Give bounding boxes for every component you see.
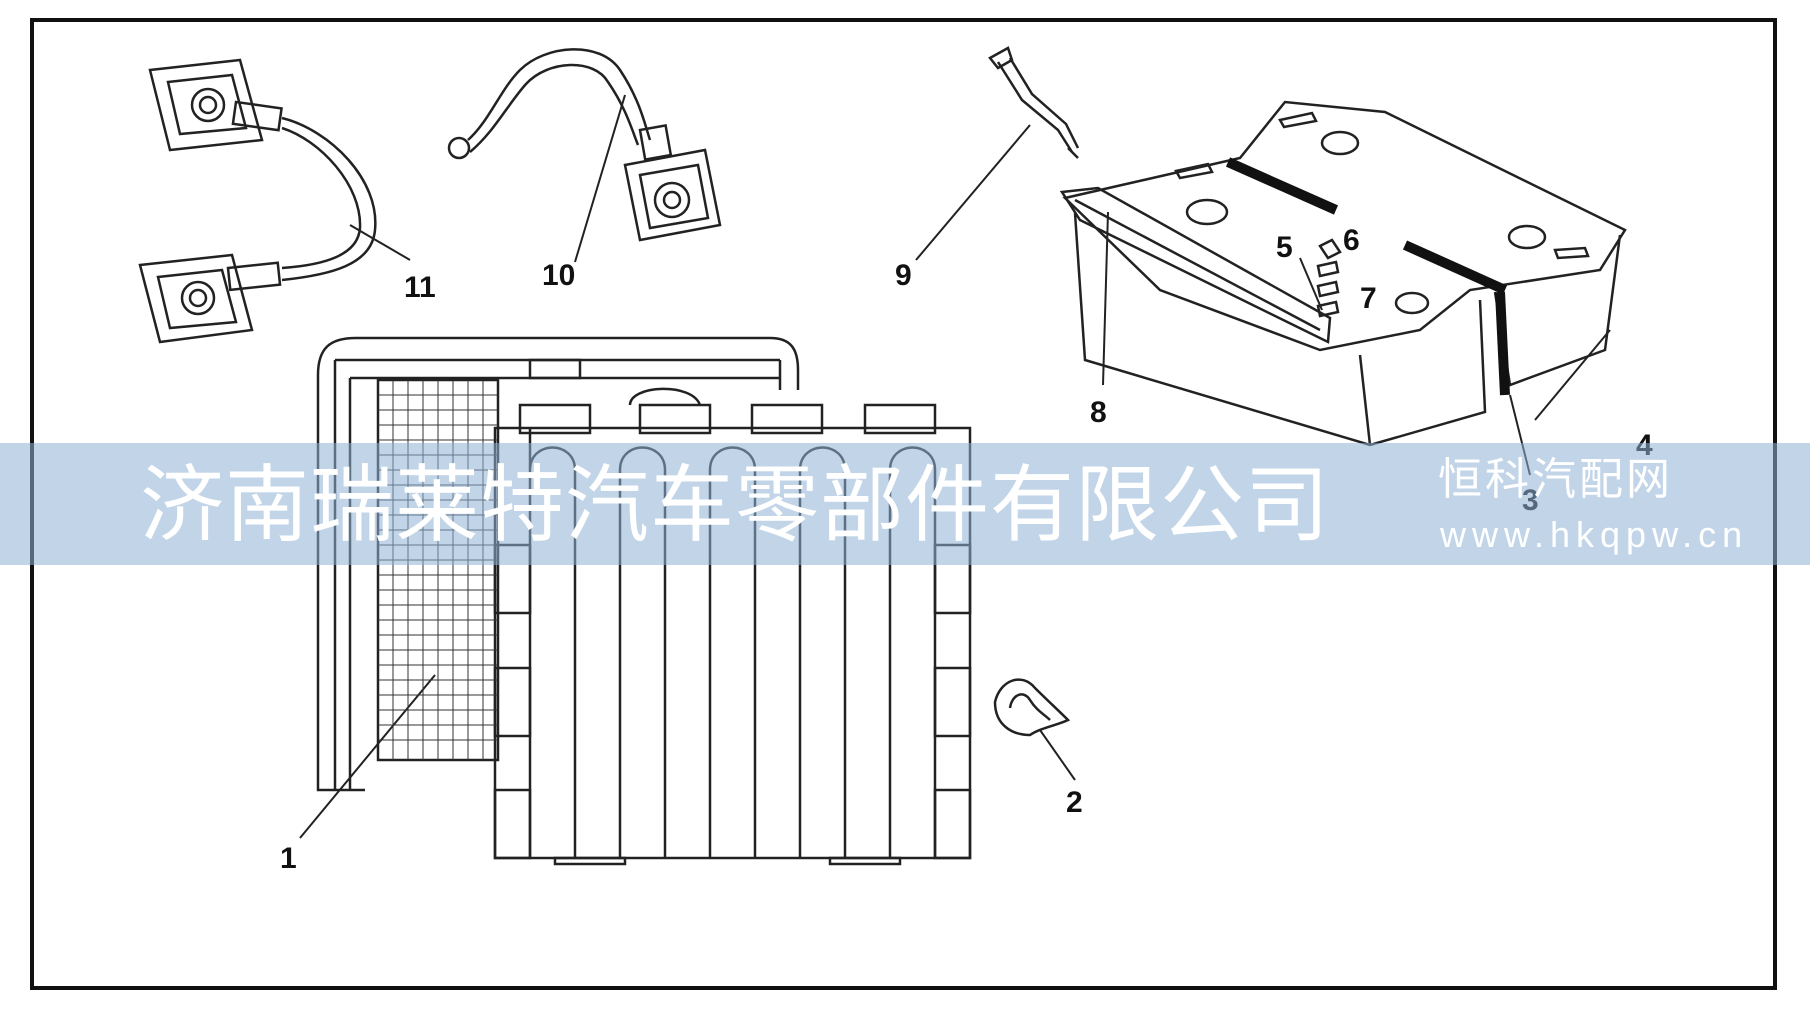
part-10-ground-cable	[447, 48, 722, 242]
label-6: 6	[1343, 224, 1360, 257]
leader-10	[574, 94, 626, 263]
part-5-6-7-fasteners	[1316, 238, 1342, 318]
leader-lines	[299, 94, 1611, 839]
label-8: 8	[1090, 396, 1107, 429]
leader-9	[915, 124, 1031, 261]
part-11-battery-cable	[138, 58, 377, 344]
label-1: 1	[280, 842, 297, 875]
part-8-front-rail	[1059, 186, 1332, 344]
label-9: 9	[895, 259, 912, 292]
part-2-clip	[993, 678, 1071, 737]
part-1-battery-body	[316, 336, 972, 866]
leader-5	[1299, 257, 1323, 311]
leader-11	[349, 224, 411, 261]
watermark-site-url: www.hkqpw.cn	[1440, 514, 1749, 555]
label-2: 2	[1066, 786, 1083, 819]
seal-strip-top	[1225, 157, 1339, 215]
battery-box-assembly	[1062, 100, 1627, 447]
part-9-hook-rod	[988, 46, 1080, 159]
label-10: 10	[542, 259, 575, 292]
leader-8	[1102, 211, 1109, 386]
seal-strip-mid	[1402, 240, 1508, 295]
watermark-banner	[0, 443, 1810, 565]
label-5: 5	[1276, 231, 1293, 264]
label-11: 11	[404, 271, 436, 304]
leader-4	[1534, 329, 1611, 421]
watermark-company-name: 济南瑞莱特汽车零部件有限公司	[140, 456, 1331, 554]
seal-strip-side	[1495, 291, 1510, 396]
grid-mesh	[378, 380, 498, 760]
label-7: 7	[1360, 282, 1377, 315]
watermark-site-name: 恒科汽配网	[1438, 454, 1673, 505]
leader-1	[299, 674, 436, 839]
leader-2	[1039, 729, 1076, 781]
